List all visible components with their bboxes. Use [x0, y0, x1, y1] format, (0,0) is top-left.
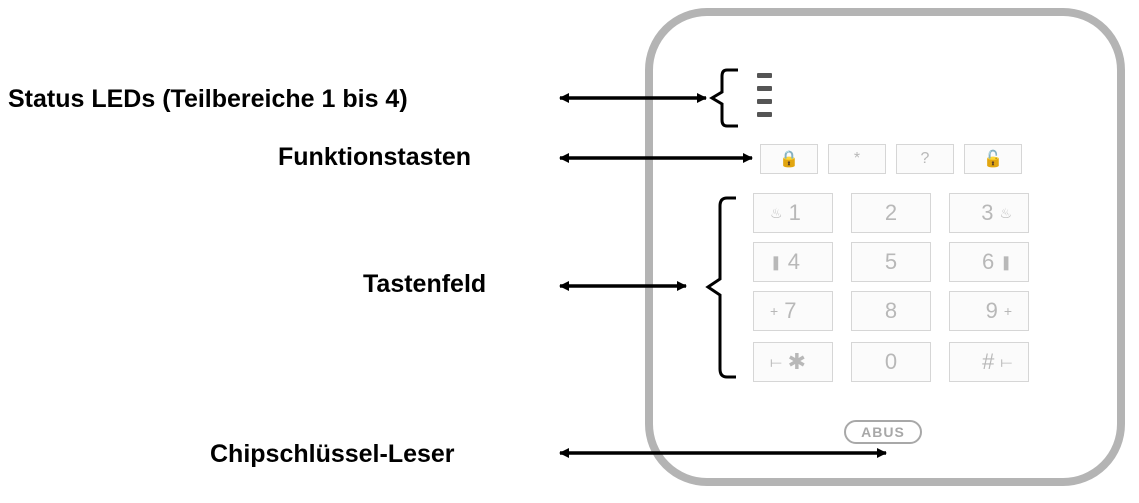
key-hash[interactable]: #⟝	[949, 342, 1029, 382]
key-7[interactable]: +7	[753, 291, 833, 331]
key-4[interactable]: ❚4	[753, 242, 833, 282]
status-led-1	[757, 73, 772, 78]
fire-icon: ♨	[999, 204, 1012, 221]
label-status-leds: Status LEDs (Teilbereiche 1 bis 4)	[8, 85, 408, 113]
status-led-2	[757, 86, 772, 91]
label-tastenfeld: Tastenfeld	[363, 270, 487, 298]
abus-logo-chip-reader: ABUS	[844, 420, 922, 444]
key-star[interactable]: ⟝✱	[753, 342, 833, 382]
medical-icon: ❚	[1000, 253, 1012, 270]
status-led-4	[757, 112, 772, 117]
plus-icon: +	[770, 303, 779, 319]
question-icon: ?	[920, 150, 930, 167]
key-8[interactable]: 8	[851, 291, 931, 331]
plus-icon: +	[1003, 303, 1012, 319]
unlock-key[interactable]: 🔓	[964, 144, 1022, 174]
status-led-3	[757, 99, 772, 104]
key-3[interactable]: 3♨	[949, 193, 1029, 233]
star-function-key[interactable]: *	[828, 144, 886, 174]
key-0[interactable]: 0	[851, 342, 931, 382]
bracket-status-leds	[709, 68, 738, 128]
label-funktionstasten: Funktionstasten	[278, 143, 472, 171]
asterisk-icon: *	[853, 150, 861, 167]
help-key[interactable]: ?	[896, 144, 954, 174]
lock-icon: 🔒	[779, 151, 799, 168]
bracket-tastenfeld	[705, 196, 736, 379]
key-6[interactable]: 6❚	[949, 242, 1029, 282]
dash-icon: ⟝	[1000, 353, 1012, 370]
medical-icon: ❚	[770, 253, 782, 270]
lock-key[interactable]: 🔒	[760, 144, 818, 174]
key-1[interactable]: ♨1	[753, 193, 833, 233]
key-9[interactable]: 9+	[949, 291, 1029, 331]
key-2[interactable]: 2	[851, 193, 931, 233]
label-chipschluessel-leser: Chipschlüssel-Leser	[210, 440, 455, 468]
dash-icon: ⟝	[770, 353, 782, 370]
unlock-icon: 🔓	[983, 151, 1003, 168]
fire-icon: ♨	[770, 204, 783, 221]
key-5[interactable]: 5	[851, 242, 931, 282]
